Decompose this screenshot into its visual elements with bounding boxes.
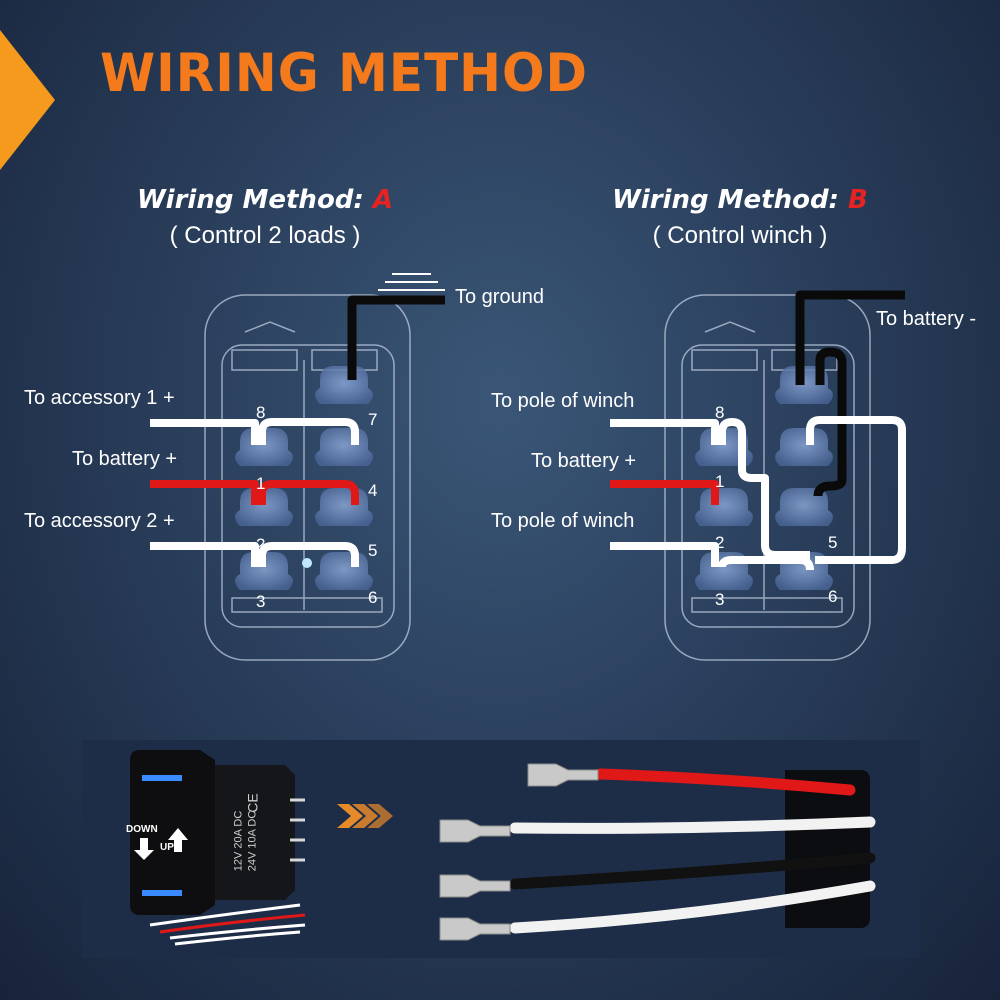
led-dot — [302, 558, 312, 568]
method-a-heading-text: Wiring Method: — [137, 185, 373, 215]
label-b-pole1: To pole of winch — [491, 390, 635, 412]
wire-b-pole2 — [610, 542, 719, 567]
method-a-letter: A — [372, 185, 393, 215]
switch-up-label: UP — [160, 842, 174, 853]
switch-down-label: DOWN — [126, 824, 158, 835]
mini-harness — [149, 903, 306, 946]
wire-b-cross2 — [718, 556, 814, 571]
ground-symbol — [378, 273, 445, 291]
method-a-heading: Wiring Method: A — [130, 185, 400, 215]
switch-a-body — [204, 294, 411, 661]
label-b-battery: To battery + — [531, 450, 637, 472]
label-a-accessory1: To accessory 1 + — [24, 387, 175, 409]
wire-a-battery — [150, 480, 259, 505]
terminal-a-1 — [235, 488, 293, 526]
label-a-battery: To battery + — [72, 448, 178, 470]
terminal-a-3 — [235, 552, 293, 590]
wire-a-acc2-bridge — [258, 542, 359, 567]
wire-b-cross1 — [718, 418, 810, 559]
switch-rating-2: 24V 10A DC — [246, 810, 259, 872]
terminal-a-7 — [315, 366, 373, 404]
label-a-accessory2: To accessory 2 + — [24, 510, 175, 532]
pin-b-8: 8 — [715, 403, 725, 422]
wire-a-ground — [347, 295, 445, 380]
wire-b-loop — [806, 416, 906, 564]
pin-a-6: 6 — [368, 588, 378, 607]
wire-a-battery-bridge — [258, 480, 359, 505]
rocker-side — [215, 765, 295, 900]
pin-a-1: 1 — [256, 474, 266, 493]
terminal-a-8 — [235, 428, 293, 466]
wire-b-battery — [610, 480, 719, 505]
harness-white-wire-2 — [509, 880, 876, 934]
wire-b-jumper — [813, 347, 847, 497]
wire-a-acc1 — [150, 419, 259, 445]
pin-b-5: 5 — [828, 533, 838, 552]
pin-b-1: 1 — [715, 472, 725, 491]
label-b-pole2: To pole of winch — [491, 510, 635, 532]
harness-red-wire — [594, 768, 856, 796]
up-arrow-icon — [168, 828, 188, 852]
method-b-heading: Wiring Method: B — [605, 185, 875, 215]
pin-a-2: 2 — [256, 535, 266, 554]
method-b-heading-text: Wiring Method: — [612, 185, 849, 215]
pin-b-3: 3 — [715, 590, 725, 609]
corner-accent — [0, 30, 55, 170]
wire-b-battery-neg — [795, 290, 905, 385]
switch-b-body — [664, 294, 871, 661]
method-a-subtitle: ( Control 2 loads ) — [169, 222, 361, 249]
pin-b-6: 6 — [828, 587, 838, 606]
wire-a-acc2 — [150, 542, 259, 567]
terminal-a-4 — [315, 488, 373, 526]
wire-b-pole1 — [610, 419, 719, 445]
pin-a-7: 7 — [368, 410, 378, 429]
switch-a-wires — [150, 295, 445, 567]
harness-connector — [785, 770, 870, 928]
page-title: WIRING METHOD — [100, 42, 589, 104]
pin-a-5: 5 — [368, 541, 378, 560]
method-b-subtitle: ( Control winch ) — [652, 222, 828, 249]
harness-white-wire-1 — [509, 816, 876, 834]
terminal-a-6 — [315, 552, 373, 590]
harness-black-wire — [509, 852, 876, 890]
led-bottom — [142, 890, 182, 896]
rocker-front — [130, 750, 215, 915]
chevron-arrows-icon — [337, 804, 393, 828]
switch-rating-1: 12V 20A DC — [232, 810, 245, 872]
pin-b-2: 2 — [715, 533, 725, 552]
wire-a-acc1-bridge — [258, 418, 359, 445]
down-arrow-icon — [134, 838, 154, 860]
led-top — [142, 775, 182, 781]
pin-a-4: 4 — [368, 481, 378, 500]
switch-photo — [82, 740, 920, 958]
terminal-a-7b — [315, 428, 373, 466]
switch-b-wires — [610, 290, 906, 571]
spade-terminals — [439, 763, 599, 941]
label-b-battery-neg: To battery - — [876, 308, 977, 330]
label-a-ground: To ground — [455, 286, 544, 308]
pin-a-3: 3 — [256, 592, 266, 611]
pin-a-8: 8 — [256, 403, 266, 422]
method-b-letter: B — [848, 185, 868, 215]
